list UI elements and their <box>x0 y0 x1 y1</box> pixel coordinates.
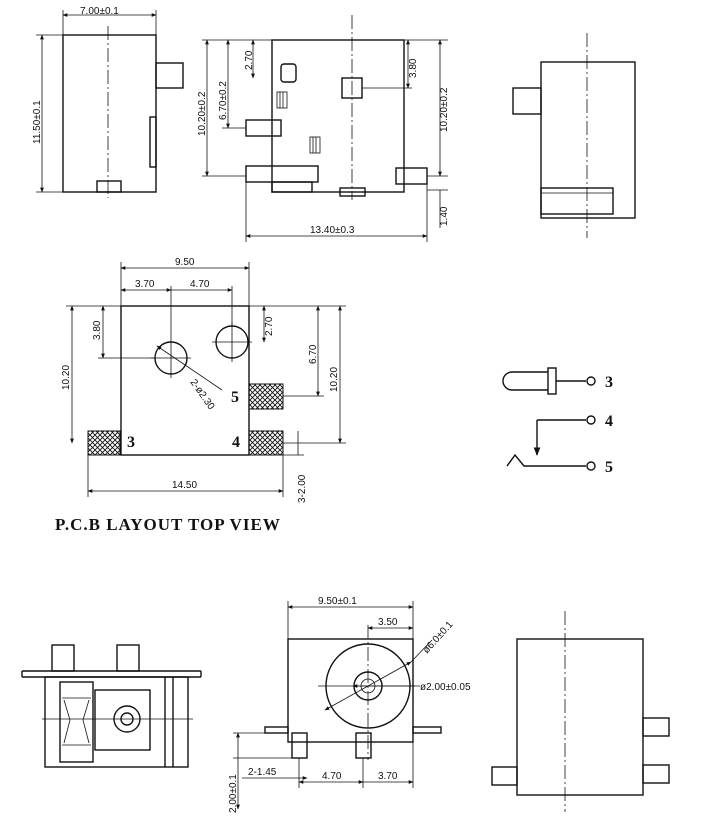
pcb-layout-view: 2-ø2.30 3 4 5 9.50 3.70 4.70 3.80 10.20 … <box>55 257 346 534</box>
schematic-pin-3: 3 <box>605 374 613 391</box>
dim-10-20-right: 10.20±0.2 <box>439 87 450 132</box>
dim-hole: 2-ø2.30 <box>188 377 217 412</box>
dim-14-50: 14.50 <box>172 480 197 491</box>
dim-pin-w: 2-1.45 <box>248 767 277 778</box>
dim-4-70-front: 4.70 <box>322 771 342 782</box>
front-view: ø6.0±0.1 ø2.00±0.05 9.50±0.1 3.50 2.00±0… <box>228 596 471 813</box>
side-section-view <box>21 644 202 768</box>
dim-width: 7.00±0.1 <box>80 6 119 17</box>
dim-3-50: 3.50 <box>378 617 398 628</box>
side-view-left: 7.00±0.1 11.50±0.1 <box>32 6 184 198</box>
pad-label-5: 5 <box>231 389 239 406</box>
pad-3 <box>87 430 121 456</box>
pad-5 <box>248 383 284 410</box>
dim-6-0: ø6.0±0.1 <box>421 619 456 656</box>
dim-pin-h: 2.00±0.1 <box>228 774 239 813</box>
side-view-right <box>512 33 636 238</box>
dim-10-20-left: 10.20±0.2 <box>197 91 208 136</box>
side-view-bottom-right <box>491 611 670 812</box>
pcb-layout-title: P.C.B LAYOUT TOP VIEW <box>55 515 281 534</box>
dim-1-40: 1.40 <box>439 206 450 226</box>
dim-10-20-pcb-left: 10.20 <box>61 365 72 390</box>
dim-6-70: 6.70±0.2 <box>218 81 229 120</box>
pad-label-4: 4 <box>232 434 240 451</box>
schematic-pin-4: 4 <box>605 413 613 430</box>
dim-slot: 3-2.00 <box>297 474 308 503</box>
dim-3-80-pcb: 3.80 <box>92 320 103 340</box>
dim-2-70: 2.70 <box>244 50 255 70</box>
dim-9-50-front: 9.50±0.1 <box>318 596 357 607</box>
dim-13-40: 13.40±0.3 <box>310 225 355 236</box>
dim-3-70: 3.70 <box>135 279 155 290</box>
dim-2-70-pcb: 2.70 <box>264 316 275 336</box>
dim-height: 11.50±0.1 <box>32 100 43 144</box>
schematic-symbol: 3 4 5 <box>502 367 613 476</box>
schematic-pin-5: 5 <box>605 459 613 476</box>
pad-4 <box>248 430 284 456</box>
dim-4-70: 4.70 <box>190 279 210 290</box>
dim-10-20-pcb-right: 10.20 <box>329 367 340 392</box>
dim-2-00: ø2.00±0.05 <box>420 682 471 693</box>
pad-label-3: 3 <box>127 434 135 451</box>
top-view-middle: 2.70 6.70±0.2 10.20±0.2 3.80 10.20±0.2 1… <box>197 15 450 242</box>
dim-6-70-pcb: 6.70 <box>308 344 319 364</box>
dim-3-70-front: 3.70 <box>378 771 398 782</box>
dim-9-50: 9.50 <box>175 257 195 268</box>
dim-3-80: 3.80 <box>408 58 419 78</box>
